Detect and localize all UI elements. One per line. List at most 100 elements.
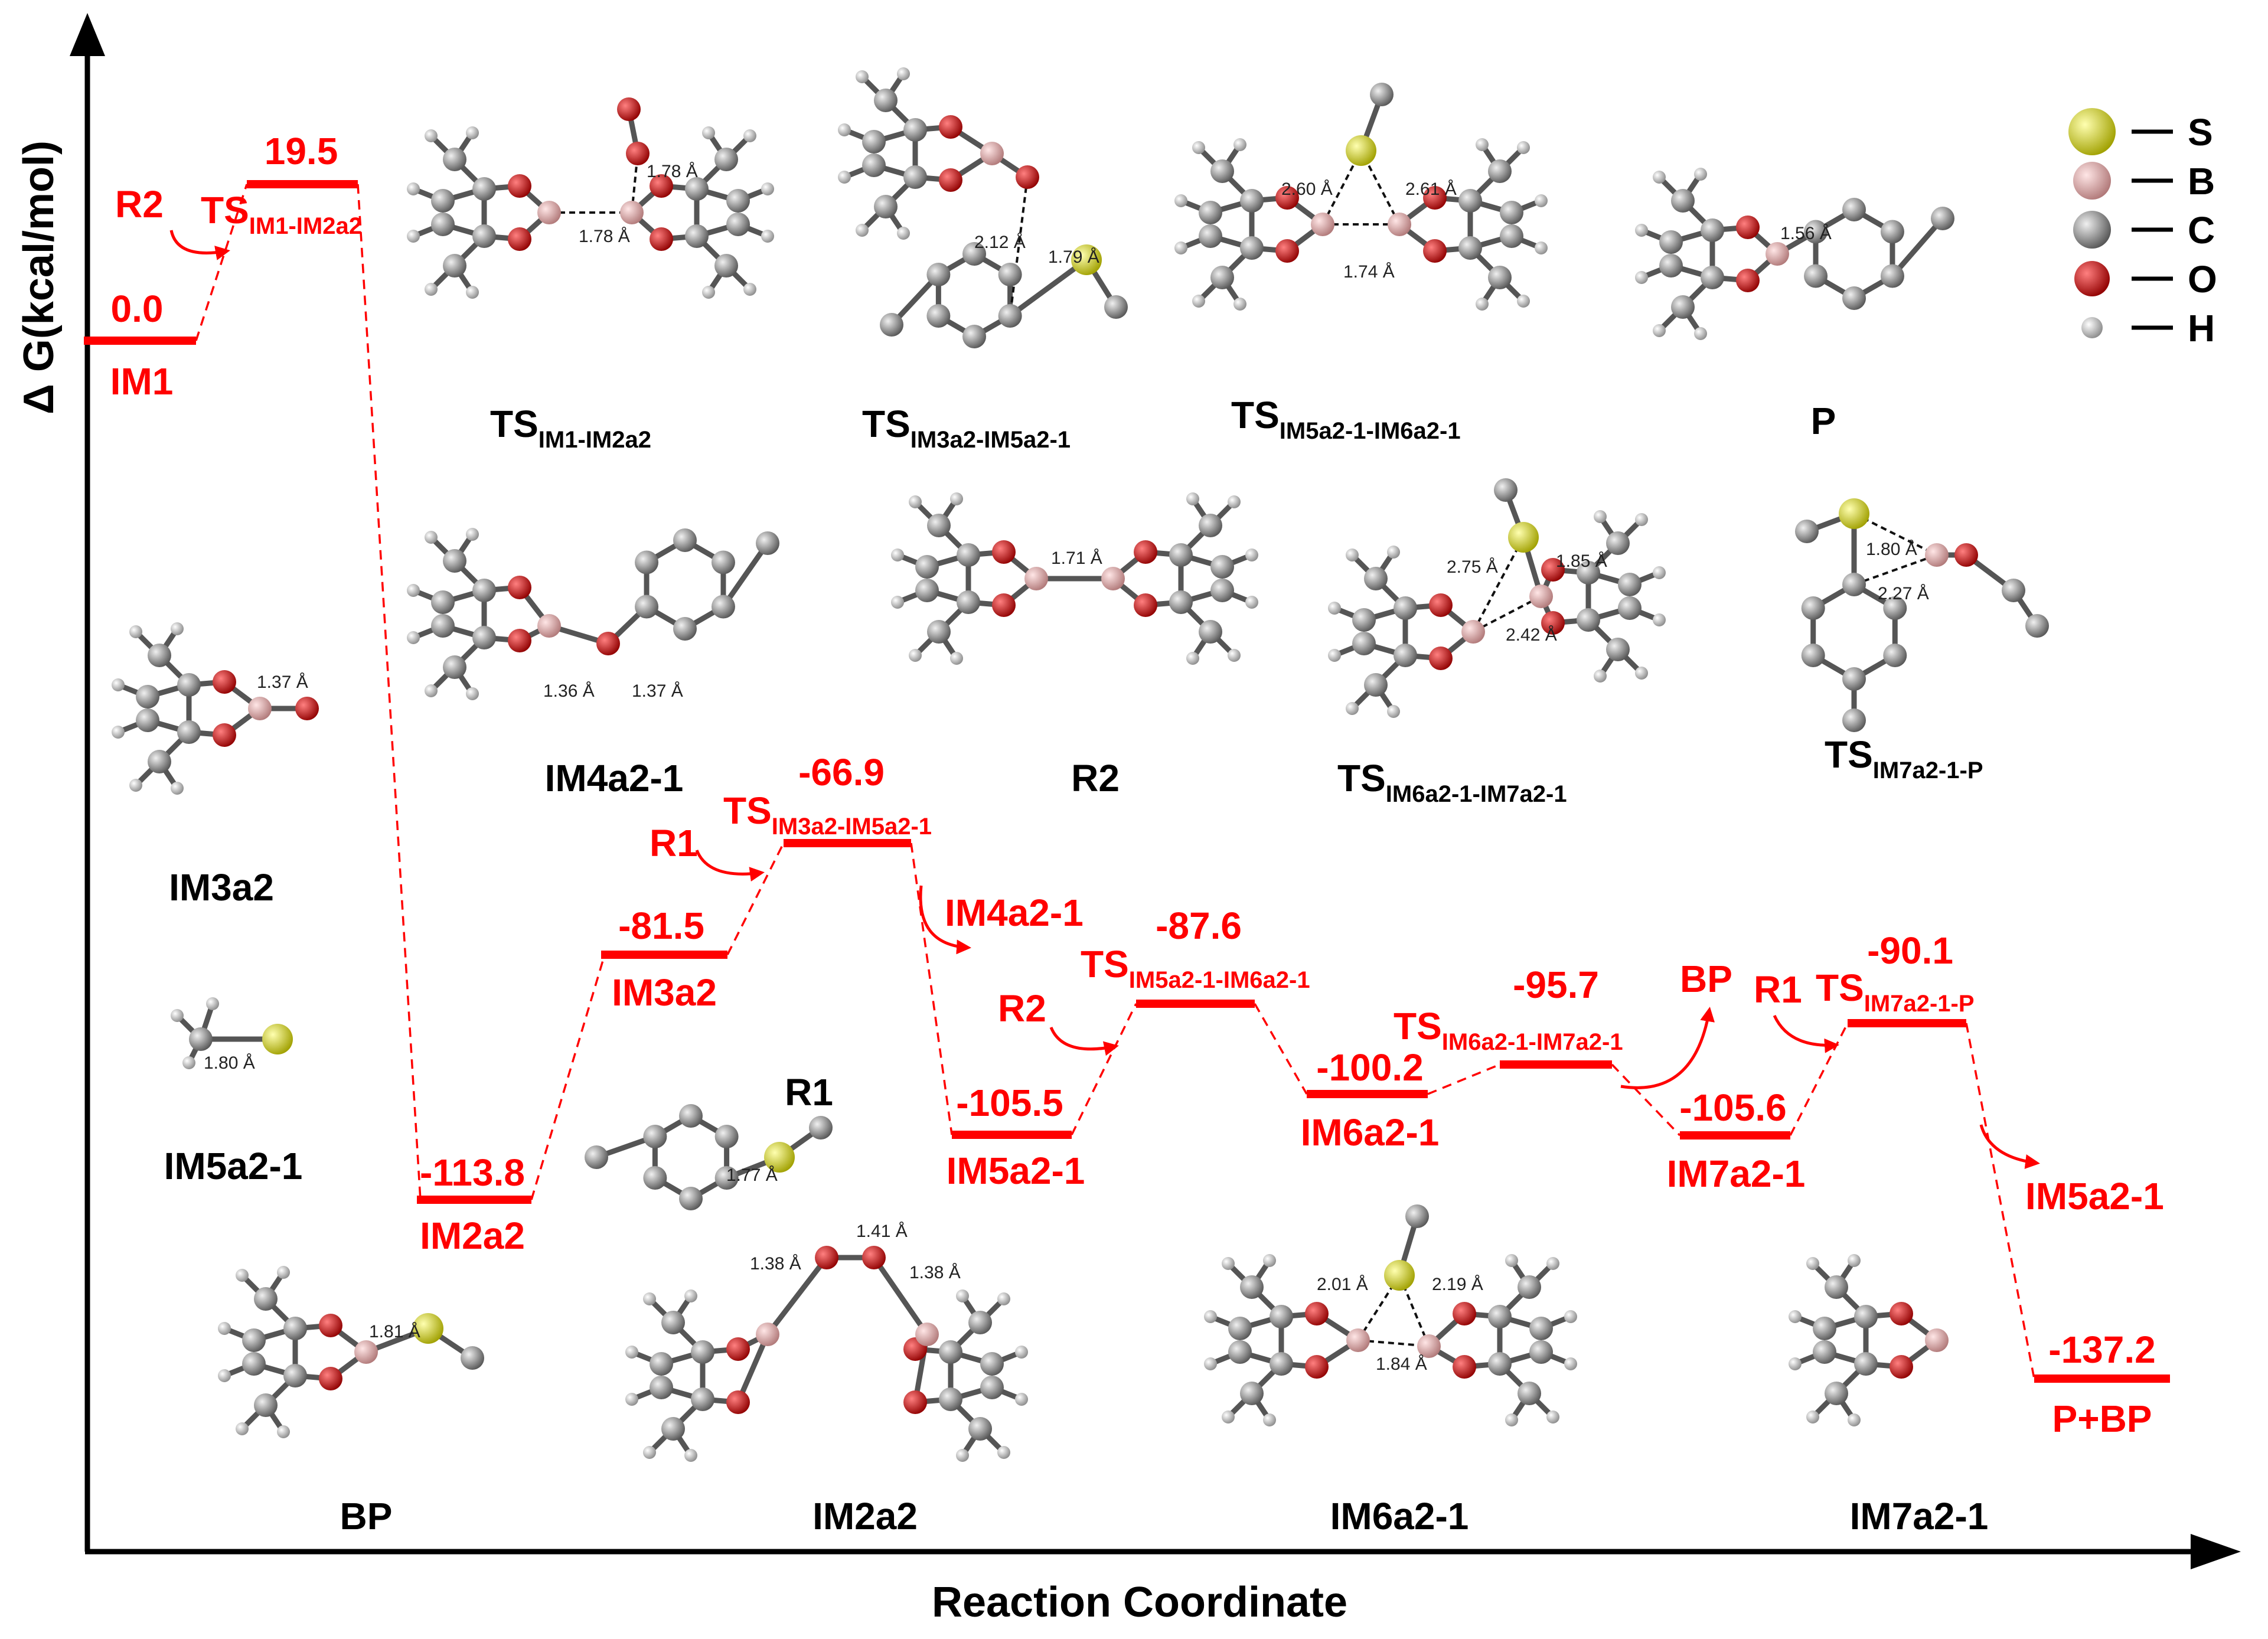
atom-h	[891, 548, 904, 561]
atom-swatch-b	[2073, 162, 2111, 200]
atom-c	[1804, 264, 1828, 288]
atom-h	[1233, 138, 1246, 151]
structure-label-im6a2-1: IM6a2-1	[1330, 1495, 1469, 1537]
atom-b	[1311, 213, 1334, 236]
atom-c	[1813, 1317, 1836, 1340]
atom-o	[1890, 1302, 1913, 1325]
atom-o	[1429, 593, 1453, 617]
atom-h	[743, 283, 756, 296]
level-name: IM2a2	[420, 1214, 525, 1257]
atom-c	[714, 1166, 739, 1190]
atom-h	[743, 129, 756, 142]
atom-c	[1405, 1204, 1429, 1228]
level-value: -105.5	[956, 1082, 1063, 1124]
atom-c	[673, 617, 697, 641]
bond-distance: 1.80 Å	[1866, 540, 1917, 559]
atom-c	[1500, 201, 1523, 224]
atom-c	[679, 1104, 703, 1128]
atom-h	[1015, 1346, 1028, 1359]
atom-c	[1880, 264, 1904, 288]
atom-h	[1174, 194, 1187, 207]
level-value: -90.1	[1867, 929, 1953, 972]
atom-c	[1494, 478, 1518, 502]
atom-h	[112, 726, 125, 739]
atom-c	[1199, 514, 1222, 537]
atom-h	[1789, 1310, 1802, 1323]
atom-c	[1842, 667, 1866, 691]
bond-distance: 1.38 Å	[909, 1263, 961, 1282]
atom-h	[1505, 1254, 1518, 1267]
bond-distance: 1.79 Å	[1048, 247, 1099, 267]
atom-h	[625, 1393, 638, 1406]
atom-h	[761, 230, 774, 243]
atom-h	[643, 1446, 656, 1459]
atom-h	[1635, 667, 1648, 680]
atom-c	[1488, 266, 1512, 289]
atom-h	[1694, 168, 1707, 181]
atom-o	[815, 1246, 838, 1269]
atom-c	[1825, 1382, 1848, 1405]
atom-c	[472, 224, 496, 248]
atom-c	[1606, 638, 1630, 661]
atom-h	[684, 1449, 697, 1462]
bond-distance: 1.37 Å	[632, 681, 683, 701]
atom-c	[650, 1352, 673, 1376]
atom-c	[726, 189, 750, 213]
atom-c	[756, 531, 779, 555]
atom-c	[968, 1311, 992, 1334]
atom-c	[1199, 201, 1222, 224]
atom-h	[1387, 546, 1400, 559]
atom-c	[1364, 567, 1388, 590]
x-axis-label: Reaction Coordinate	[932, 1579, 1347, 1626]
atom-h	[171, 782, 184, 795]
atom-b	[537, 614, 561, 638]
atom-o	[1305, 1302, 1329, 1325]
arrow-label-r2-b: R2	[998, 987, 1046, 1030]
atom-b	[1925, 543, 1949, 567]
bond-distance: 1.77 Å	[726, 1165, 778, 1185]
atom-swatch-o	[2074, 261, 2110, 296]
atom-h	[1245, 548, 1258, 561]
atom-h	[236, 1422, 249, 1435]
atom-c	[1240, 236, 1264, 260]
atom-b	[1346, 1328, 1370, 1352]
atom-h	[1564, 1310, 1577, 1323]
atom-c	[635, 550, 659, 574]
atom-c	[254, 1287, 278, 1311]
level-value: -66.9	[798, 751, 885, 794]
structure-label-ts-im6a2-1-im7a2-1: TSIM6a2-1-IM7a2-1	[1337, 757, 1567, 807]
atom-o	[1275, 239, 1299, 263]
atom-o	[726, 1390, 750, 1414]
atom-c	[1577, 561, 1600, 585]
level-ts-im3a2-im5a2-1: -66.9 TSIM3a2-IM5a2-1	[723, 751, 932, 847]
atom-b	[1388, 213, 1411, 236]
level-im3a2: -81.5 IM3a2	[601, 905, 727, 1014]
atom-c	[136, 685, 159, 709]
atom-c	[431, 213, 455, 236]
atom-o	[1453, 1302, 1476, 1325]
structure-label-im7a2-1: IM7a2-1	[1850, 1495, 1989, 1537]
atom-c	[1880, 220, 1904, 244]
atom-o	[1275, 186, 1299, 210]
atom-c	[177, 673, 201, 697]
atom-c	[1240, 1382, 1264, 1405]
atom-c	[254, 1393, 278, 1417]
atom-c	[1518, 1382, 1541, 1405]
atom-h	[1328, 602, 1341, 615]
atom-c	[1804, 220, 1828, 244]
atom-h	[1848, 1254, 1861, 1267]
atom-h	[1564, 1357, 1577, 1370]
atom-c	[874, 89, 898, 112]
atom-b	[1417, 1334, 1441, 1358]
level-ts-im7a2-1-p: -90.1 TSIM7a2-1-P	[1816, 929, 1975, 1027]
level-name: IM1	[110, 360, 174, 403]
atom-h	[1245, 596, 1258, 609]
atom-h	[425, 129, 438, 142]
x-axis-arrowhead	[2191, 1534, 2241, 1569]
level-im5a2-1: -105.5 IM5a2-1	[947, 1082, 1085, 1192]
atom-h	[956, 1449, 969, 1462]
level-value: 19.5	[265, 130, 338, 172]
